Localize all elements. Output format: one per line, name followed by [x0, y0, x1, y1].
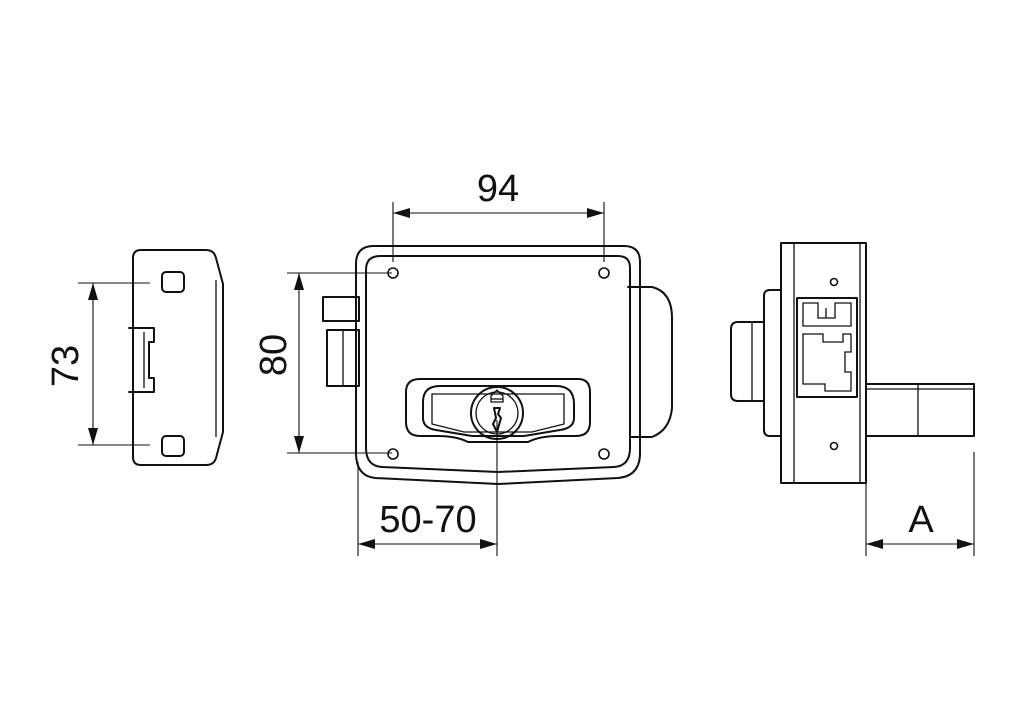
- dimension-hole-spacing: 94: [392, 168, 605, 262]
- hole-spacing-label: 94: [477, 168, 519, 210]
- lower-right-fixing-hole: [598, 448, 610, 460]
- dead-bolt: [322, 296, 360, 322]
- cylinder-projection: [865, 383, 975, 437]
- dimension-cylinder-projection: A: [865, 452, 975, 556]
- dimension-lock-height: 80: [253, 272, 392, 454]
- dimension-backset: 50-70: [357, 420, 498, 556]
- strike-upper-screw-slot: [161, 271, 185, 293]
- cylinder-projection-label: A: [908, 499, 934, 541]
- lock-height-label: 80: [253, 334, 295, 376]
- strike-lower-screw-slot: [161, 435, 185, 457]
- lower-left-fixing-hole: [387, 448, 399, 460]
- lock-side-cover: [627, 286, 673, 438]
- lock-housing: [355, 245, 641, 485]
- inner-knob: [730, 321, 765, 402]
- strike-height-label: 73: [45, 345, 87, 387]
- cylinder-escutcheon: [405, 378, 591, 443]
- upper-right-fixing-hole: [598, 267, 610, 279]
- strike-latch-recess: [128, 327, 155, 393]
- lock-side-view: [730, 242, 975, 484]
- backset-label: 50-70: [379, 499, 476, 541]
- dimension-strike-height: 73: [45, 282, 150, 446]
- side-body: [780, 242, 867, 484]
- bolt-mechanism-window: [796, 297, 858, 398]
- strike-plate-view: [128, 249, 224, 466]
- lock-inner-plate: [365, 255, 631, 473]
